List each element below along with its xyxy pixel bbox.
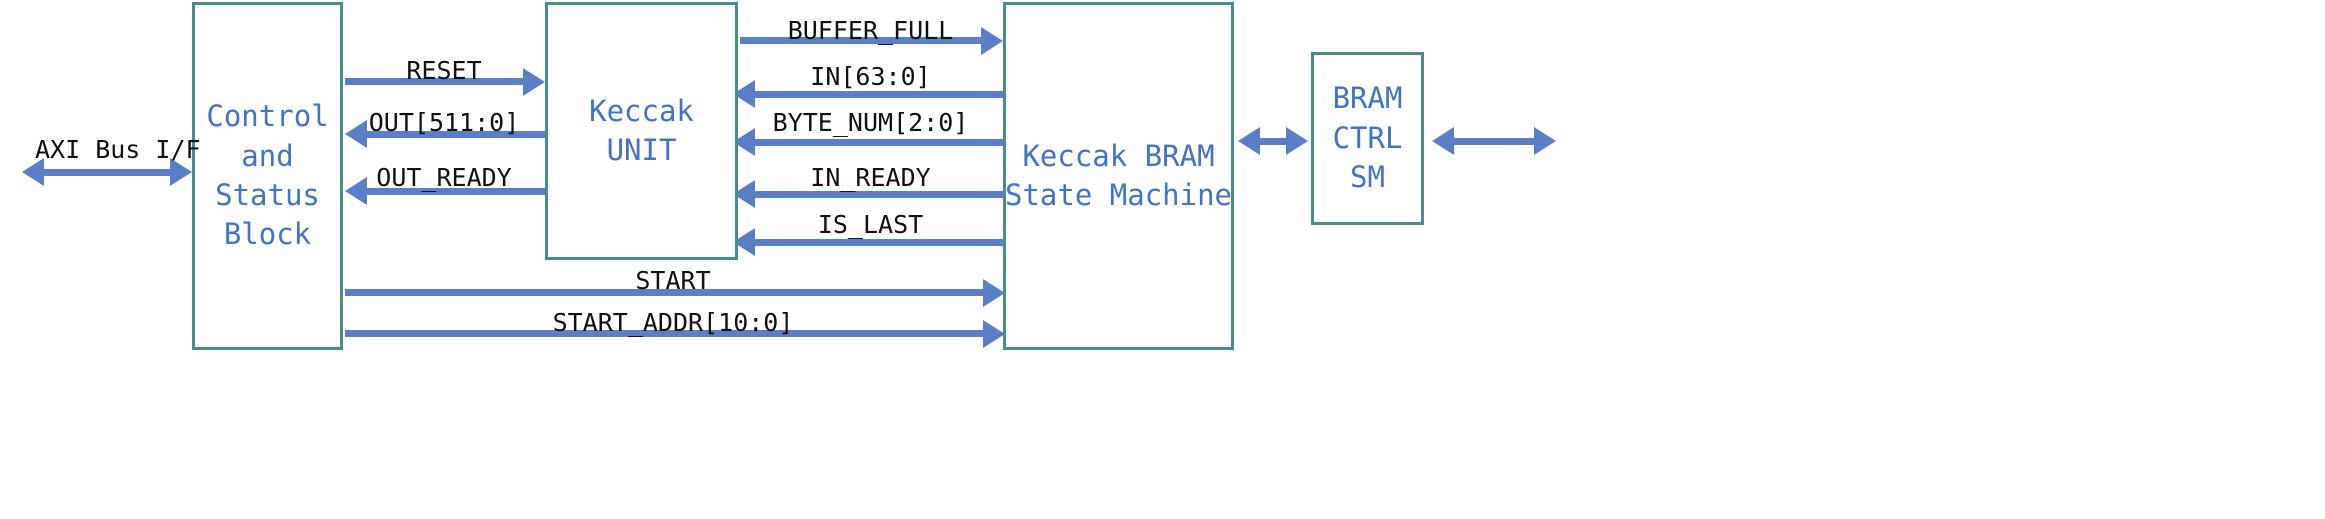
signal-label-is-last: IS_LAST xyxy=(817,210,924,239)
block-control-line-3: Block xyxy=(223,217,312,252)
bram-external-arrowhead-right xyxy=(1534,127,1556,155)
axi-arrowhead-right xyxy=(170,158,192,186)
signal-shaft-out-ready xyxy=(365,187,545,195)
block-control-and-status[interactable]: Control and Status Block xyxy=(192,2,343,350)
signal-arrowhead-in-ready xyxy=(733,180,755,208)
signal-label-in: IN[63:0] xyxy=(810,62,931,91)
signal-shaft-out xyxy=(365,130,545,138)
signal-label-buffer-full: BUFFER_FULL xyxy=(787,16,954,45)
block-bramsm-line-1: State Machine xyxy=(1005,178,1232,212)
signal-label-byte-num: BYTE_NUM[2:0] xyxy=(772,108,969,137)
signal-label-start-addr: START_ADDR[10:0] xyxy=(552,308,794,337)
signal-label-out-ready: OUT_READY xyxy=(376,163,512,192)
signal-shaft-in xyxy=(753,90,1003,98)
block-control-line-1: and xyxy=(241,138,294,173)
signal-arrowhead-start-addr xyxy=(983,319,1005,348)
signal-shaft-reset xyxy=(345,78,531,85)
block-keccak-unit[interactable]: Keccak UNIT xyxy=(545,2,738,260)
block-bramsm-line-0: Keccak BRAM xyxy=(1022,138,1215,173)
block-bram-ctrl-sm[interactable]: BRAM CTRL SM xyxy=(1311,52,1424,225)
signal-shaft-byte-num xyxy=(753,138,1003,146)
block-keccak-bram-state-machine[interactable]: Keccak BRAM State Machine xyxy=(1003,2,1234,350)
signal-arrowhead-reset xyxy=(523,67,545,96)
signal-shaft-start-addr xyxy=(345,330,987,337)
axi-bus-label: AXI Bus I/F xyxy=(35,135,201,164)
bram-link-arrowhead-right xyxy=(1286,127,1308,155)
signal-arrowhead-out xyxy=(345,120,367,148)
bram-link-shaft xyxy=(1258,137,1294,145)
signal-shaft-in-ready xyxy=(753,190,1003,198)
axi-arrowhead-left xyxy=(22,158,44,186)
signal-label-in-ready: IN_READY xyxy=(810,163,931,192)
block-bramctrl-line-0: BRAM xyxy=(1332,81,1403,116)
signal-arrowhead-byte-num xyxy=(733,128,755,156)
signal-label-reset: RESET xyxy=(406,56,482,85)
signal-arrowhead-out-ready xyxy=(345,177,367,205)
signal-shaft-buffer-full xyxy=(740,37,985,44)
signal-arrowhead-buffer-full xyxy=(981,26,1003,55)
block-control-line-0: Control xyxy=(206,99,329,134)
bram-external-arrowhead-left xyxy=(1432,127,1454,155)
block-keccak-line-0: Keccak xyxy=(589,93,694,128)
signal-shaft-is-last xyxy=(753,238,1003,246)
block-bramctrl-line-1: CTRL xyxy=(1332,120,1403,155)
axi-arrow-shaft xyxy=(42,168,172,176)
block-keccak-line-1: UNIT xyxy=(606,133,677,167)
signal-label-out: OUT[511:0] xyxy=(368,108,520,137)
signal-label-start: START xyxy=(635,266,711,295)
bram-link-arrowhead-left xyxy=(1238,127,1260,155)
signal-arrowhead-in xyxy=(733,80,755,108)
block-control-line-2: Status xyxy=(215,178,320,212)
signal-arrowhead-is-last xyxy=(733,228,755,256)
signal-arrowhead-start xyxy=(983,278,1005,307)
signal-shaft-start xyxy=(345,289,987,296)
bram-external-shaft xyxy=(1452,137,1540,145)
block-bramctrl-line-2: SM xyxy=(1350,160,1385,195)
